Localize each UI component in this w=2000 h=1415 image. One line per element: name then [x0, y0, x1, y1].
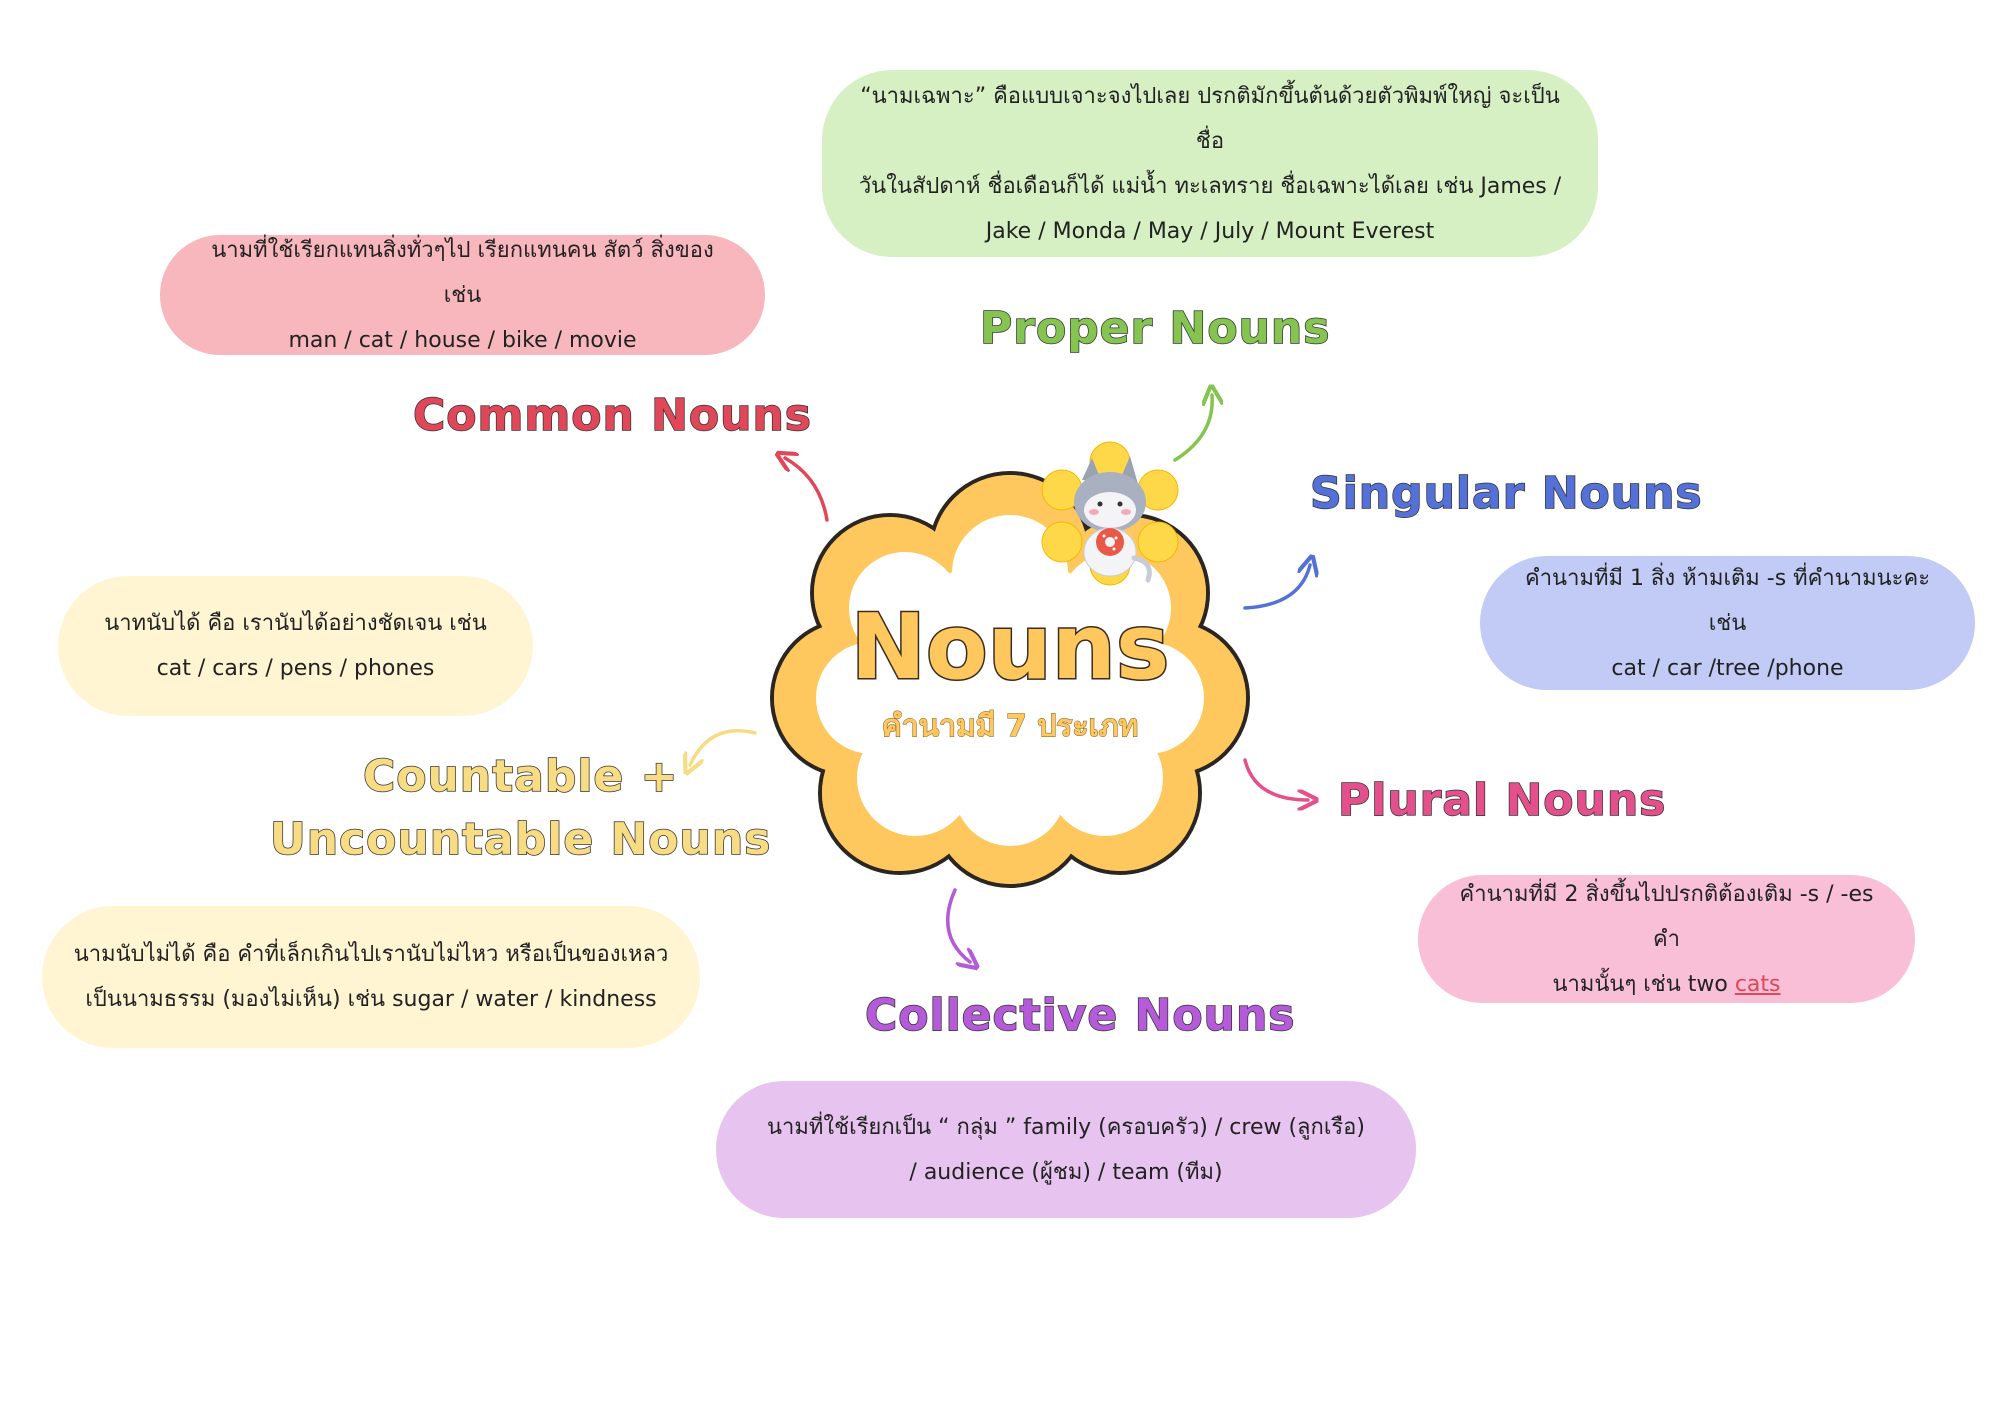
countable-nouns-bubble: นาทนับได้ คือ เรานับได้อย่างชัดเจน เช่น c…	[58, 576, 533, 716]
proper-line-3: Jake / Monda / May / July / Mount Everes…	[985, 218, 1435, 244]
common-line-1: นามที่ใช้เรียกแทนสิ่งทั่วๆไป เรียกแทนคน …	[211, 237, 714, 308]
flower-petals	[1041, 441, 1179, 586]
arrow-to-plural	[1243, 758, 1308, 800]
plural-nouns-bubble: คำนามที่มี 2 สิ่งขึ้นไปปรกติต้องเติม -s …	[1418, 875, 1915, 1003]
uncountable-line-1: นามนับไม่ได้ คือ คำที่เล็กเกินไปเรานับไม…	[73, 942, 669, 967]
cat-with-flower-holding-donut-icon	[1041, 441, 1179, 586]
proper-nouns-heading: Proper Nouns	[979, 302, 1331, 355]
singular-nouns-heading: Singular Nouns	[1309, 467, 1703, 520]
common-nouns-bubble: นามที่ใช้เรียกแทนสิ่งทั่วๆไป เรียกแทนคน …	[160, 235, 765, 355]
collective-nouns-heading: Collective Nouns	[864, 989, 1296, 1042]
uncountable-line-2: เป็นนามธรรม (มองไม่เห็น) เช่น sugar / wa…	[85, 987, 657, 1012]
plural-nouns-heading: Plural Nouns	[1337, 774, 1667, 827]
countable-line-2: cat / cars / pens / phones	[156, 656, 435, 681]
center-subtitle-text: คำนามมี 7 ประเภท	[881, 709, 1139, 745]
singular-line-2: cat / car /tree /phone	[1611, 655, 1844, 681]
arrow-to-proper	[1173, 395, 1212, 462]
countable-nouns-heading: Countable + Uncountable Nouns	[269, 745, 772, 871]
countable-line-1: นาทนับได้ คือ เรานับได้อย่างชัดเจน เช่น	[104, 611, 487, 636]
uncountable-nouns-bubble: นามนับไม่ได้ คือ คำที่เล็กเกินไปเรานับไม…	[42, 906, 700, 1048]
common-nouns-heading: Common Nouns	[412, 389, 812, 442]
plural-example-highlight: cats	[1734, 971, 1781, 997]
arrow-to-countable	[690, 729, 757, 765]
arrow-to-collective	[946, 888, 970, 962]
plural-line-1: คำนามที่มี 2 สิ่งขึ้นไปปรกติต้องเติม -s …	[1459, 881, 1874, 952]
countable-heading-line-2: Uncountable Nouns	[269, 813, 772, 866]
cloud-inner	[816, 515, 1204, 846]
collective-nouns-bubble: นามที่ใช้เรียกเป็น “ กลุ่ม ” family (ครอ…	[716, 1081, 1416, 1218]
collective-line-1: นามที่ใช้เรียกเป็น “ กลุ่ม ” family (ครอ…	[767, 1114, 1365, 1140]
proper-line-2: วันในสัปดาห์ ชื่อเดือนก็ได้ แม่น้ำ ทะเลท…	[858, 173, 1562, 199]
plural-line-2: นามนั้นๆ เช่น two	[1552, 971, 1735, 997]
cat-face	[1084, 492, 1136, 528]
collective-line-2: / audience (ผู้ชม) / team (ทีม)	[909, 1159, 1223, 1185]
arrow-to-singular	[1243, 565, 1310, 610]
center-subtitle: คำนามมี 7 ประเภท	[770, 703, 1250, 750]
proper-nouns-bubble: “นามเฉพาะ” คือแบบเจาะจงไปเลย ปรกติมักขึ้…	[822, 70, 1598, 257]
countable-heading-line-1: Countable +	[362, 750, 679, 803]
singular-nouns-bubble: คำนามที่มี 1 สิ่ง ห้ามเติม -s ที่คำนามนะ…	[1480, 556, 1975, 690]
center-title: Nouns	[849, 594, 1171, 702]
arrow-to-common	[785, 458, 829, 522]
common-line-2: man / cat / house / bike / movie	[288, 327, 637, 353]
singular-line-1: คำนามที่มี 1 สิ่ง ห้ามเติม -s ที่คำนามนะ…	[1524, 565, 1931, 636]
proper-line-1: “นามเฉพาะ” คือแบบเจาะจงไปเลย ปรกติมักขึ้…	[860, 83, 1560, 154]
